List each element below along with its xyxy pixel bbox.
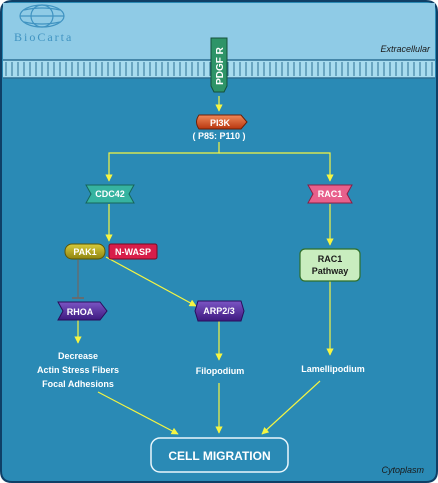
cell-migration-label: CELL MIGRATION	[168, 449, 270, 463]
nwasp-node: N-WASP	[108, 243, 158, 260]
pak1-node: PAK1	[64, 243, 106, 260]
pi3k-label: PI3K	[210, 118, 231, 128]
rhoa-node: RHOA	[57, 301, 108, 321]
pi3k-subunits: ( P85: P110 )	[192, 131, 245, 141]
cytoplasm-label: Cytoplasm	[381, 465, 424, 475]
cdc42-label: CDC42	[95, 189, 125, 199]
pi3k-node: PI3K	[196, 114, 248, 130]
membrane-lipids	[5, 62, 433, 76]
rhoa-label: RHOA	[67, 307, 94, 317]
arrow-nwasp-arp23	[105, 256, 197, 307]
decrease-label: Decrease	[58, 351, 98, 361]
extracellular-label: Extracellular	[380, 44, 431, 54]
arp23-node: ARP2/3	[194, 300, 245, 322]
activation-arrows	[74, 96, 334, 435]
pak1-label: PAK1	[73, 247, 96, 257]
arrow-pi3k-rac1	[219, 152, 334, 182]
globe-icon	[19, 4, 65, 28]
arrow-decrease-migration	[97, 391, 179, 435]
rac1-pathway-box: RAC1 Pathway	[299, 248, 361, 282]
rac1-label: RAC1	[318, 189, 343, 199]
nwasp-label: N-WASP	[115, 247, 151, 257]
actin-stress-fibers-label: Actin Stress Fibers	[37, 365, 119, 375]
arrow-lamellipodium-migration	[261, 380, 321, 435]
arrow-pi3k-cdc42	[105, 142, 220, 182]
pdgfr-label: PDGF R	[215, 46, 226, 85]
rac1-pathway-line1: RAC1	[318, 254, 343, 264]
biocarta-logo: BioCarta	[14, 4, 73, 44]
pdgfr-receptor: PDGF R	[210, 37, 228, 93]
arp23-label: ARP2/3	[203, 306, 235, 316]
rac1-pathway-line2: Pathway	[312, 266, 349, 276]
brand-name: BioCarta	[14, 30, 73, 44]
inhibition-pak1-rhoa	[72, 260, 84, 299]
cell-migration-box: CELL MIGRATION	[150, 437, 289, 473]
focal-adhesions-label: Focal Adhesions	[42, 379, 114, 389]
filopodium-label: Filopodium	[196, 366, 245, 376]
cdc42-node: CDC42	[85, 184, 135, 204]
lamellipodium-label: Lamellipodium	[301, 364, 365, 374]
rac1-node: RAC1	[307, 184, 353, 204]
extracellular-space	[3, 3, 435, 60]
